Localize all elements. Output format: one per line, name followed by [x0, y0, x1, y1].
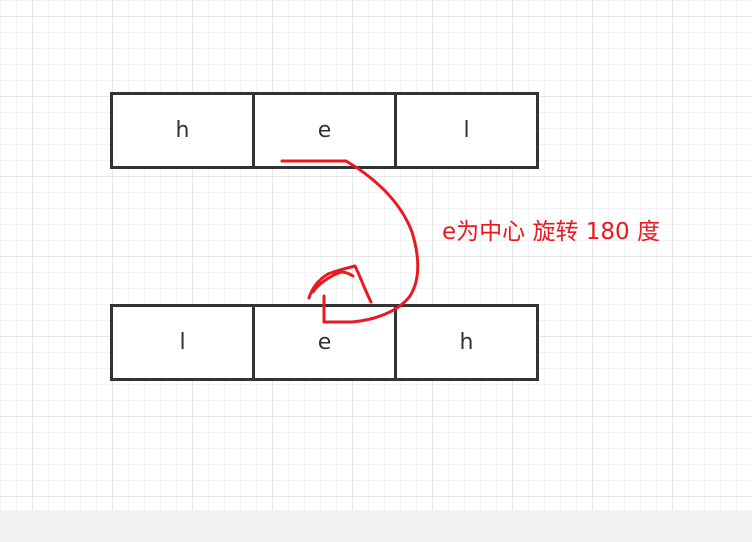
top-cell-1: h: [175, 118, 190, 143]
bottom-cell-2: e: [252, 307, 394, 378]
bottom-row: l e h: [110, 304, 539, 381]
top-cell-2: e: [252, 95, 394, 166]
bottom-bar: [0, 510, 752, 542]
grid-canvas: [0, 0, 752, 510]
bottom-cell-3: h: [394, 307, 536, 378]
rotation-caption: e为中心 旋转 180 度: [442, 219, 660, 245]
bottom-cell-1: l: [179, 330, 186, 355]
top-row: h e l: [110, 92, 539, 169]
top-cell-3: l: [394, 95, 536, 166]
